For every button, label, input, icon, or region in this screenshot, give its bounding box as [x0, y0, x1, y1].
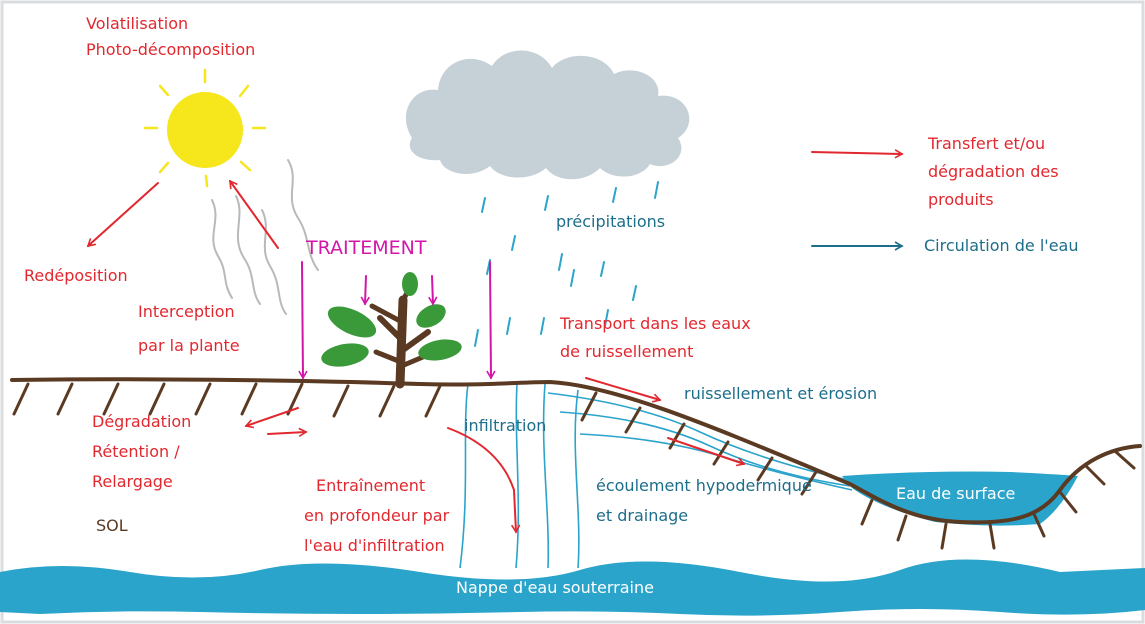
label-entrainement-line3: l'eau d'infiltration [304, 534, 445, 558]
legend-transfert-line2: dégradation des [928, 160, 1059, 184]
label-infiltration: infiltration [464, 414, 546, 438]
legend-circulation: Circulation de l'eau [924, 234, 1078, 258]
label-sol: SOL [96, 514, 128, 538]
label-retention: Rétention / [92, 440, 180, 464]
label-traitement: TRAITEMENT [306, 236, 426, 260]
cloud-icon [406, 50, 689, 179]
plant-icon [319, 272, 463, 384]
label-entrainement-line1: Entraînement [316, 474, 425, 498]
label-redeposition: Redéposition [24, 264, 128, 288]
label-precipitations: précipitations [556, 210, 665, 234]
label-transport-line1: Transport dans les eaux [560, 312, 751, 336]
label-degradation: Dégradation [92, 410, 191, 434]
label-ecoulement-line1: écoulement hypodermique [596, 474, 812, 498]
legend-transfert-line1: Transfert et/ou [928, 132, 1045, 156]
label-nappe: Nappe d'eau souterraine [456, 576, 654, 600]
label-photo-decomposition: Photo-décomposition [86, 38, 255, 62]
label-interception-line1: Interception [138, 300, 235, 324]
sun-icon [145, 70, 265, 186]
label-relargage: Relargage [92, 470, 173, 494]
label-volatilisation: Volatilisation [86, 12, 188, 36]
label-interception-line2: par la plante [138, 334, 240, 358]
legend-transfert-line3: produits [928, 188, 994, 212]
label-eau-de-surface: Eau de surface [896, 482, 1015, 506]
label-entrainement-line2: en profondeur par [304, 504, 449, 528]
label-ecoulement-line2: et drainage [596, 504, 688, 528]
label-transport-line2: de ruissellement [560, 340, 693, 364]
label-ruissellement: ruissellement et érosion [684, 382, 877, 406]
